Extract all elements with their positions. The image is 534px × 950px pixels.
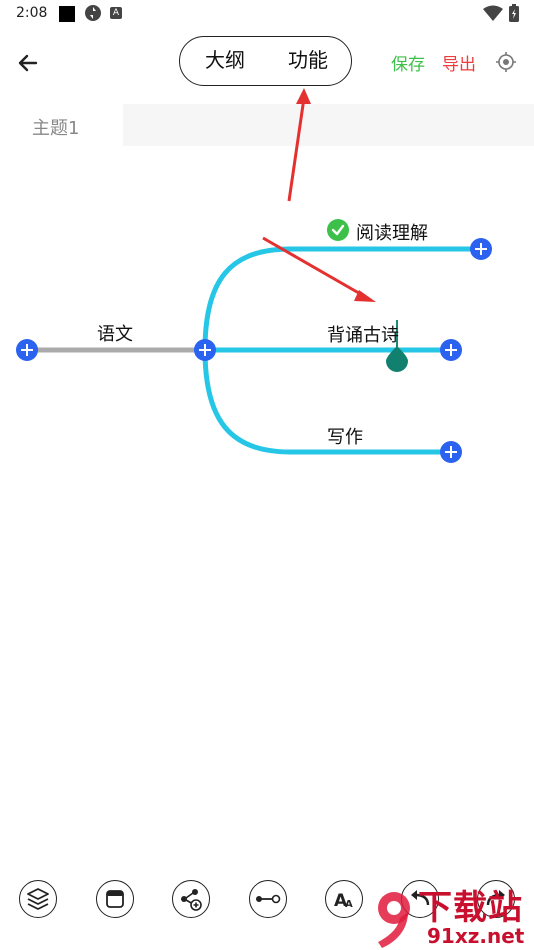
keyboard-a-icon: A bbox=[110, 7, 122, 19]
watermark-title: 下载站 bbox=[418, 888, 523, 928]
layers-icon bbox=[27, 888, 49, 910]
tab-outline[interactable]: 大纲 bbox=[205, 48, 245, 72]
wifi-icon bbox=[483, 5, 503, 21]
connector-button[interactable] bbox=[249, 880, 287, 918]
undo-button[interactable] bbox=[401, 880, 439, 918]
check-circle-icon bbox=[327, 219, 349, 241]
add-node-button-child2[interactable] bbox=[440, 339, 462, 361]
add-node-button-root[interactable] bbox=[194, 339, 216, 361]
sheet-tab-bar: 主题1 bbox=[0, 104, 534, 146]
font-size-button[interactable]: A A bbox=[325, 880, 363, 918]
branch-line-3 bbox=[202, 349, 451, 455]
node-child-label-2[interactable]: 背诵古诗 bbox=[327, 325, 399, 346]
font-size-icon: A A bbox=[334, 891, 353, 911]
redo-button[interactable] bbox=[477, 880, 515, 918]
add-node-button-child3[interactable] bbox=[440, 441, 462, 463]
battery-icon bbox=[509, 4, 519, 22]
save-button[interactable]: 保存 bbox=[391, 55, 425, 75]
undo-icon bbox=[411, 890, 430, 906]
watermark-logo-icon bbox=[378, 892, 410, 948]
node-child-label-1[interactable]: 阅读理解 bbox=[356, 223, 428, 244]
annotation-arrow-down bbox=[262, 236, 376, 302]
locate-center-icon[interactable] bbox=[495, 51, 517, 73]
layout-button[interactable] bbox=[96, 880, 134, 918]
status-bar: 2:08 A bbox=[0, 0, 534, 28]
redo-icon bbox=[486, 890, 505, 906]
svg-text:A: A bbox=[345, 899, 353, 910]
view-mode-switch: 大纲 功能 bbox=[179, 36, 352, 86]
sync-icon bbox=[85, 5, 101, 21]
branch-line-1 bbox=[202, 246, 481, 351]
cursor-handle[interactable] bbox=[386, 346, 408, 372]
sheet-tab-label: 主题1 bbox=[32, 118, 80, 139]
sheet-tab-topic1[interactable]: 主题1 bbox=[0, 104, 123, 146]
connector-icon bbox=[256, 894, 281, 904]
add-node-button-child1[interactable] bbox=[470, 238, 492, 260]
node-root-label[interactable]: 语文 bbox=[97, 324, 133, 345]
add-subnode-button[interactable] bbox=[172, 880, 210, 918]
watermark-url: 91xz.net bbox=[427, 924, 525, 948]
node-child-label-3[interactable]: 写作 bbox=[327, 427, 363, 448]
layout-icon bbox=[106, 890, 124, 908]
svg-text:A: A bbox=[334, 891, 348, 911]
export-button[interactable]: 导出 bbox=[442, 55, 476, 75]
status-time: 2:08 bbox=[16, 5, 48, 21]
add-subnode-icon bbox=[181, 889, 202, 911]
layers-button[interactable] bbox=[19, 880, 57, 918]
notification-square-icon bbox=[59, 6, 75, 22]
annotation-arrow-up bbox=[287, 88, 311, 202]
tab-function[interactable]: 功能 bbox=[288, 48, 328, 72]
add-node-button-root-left[interactable] bbox=[16, 339, 38, 361]
back-arrow-icon[interactable] bbox=[12, 48, 44, 78]
